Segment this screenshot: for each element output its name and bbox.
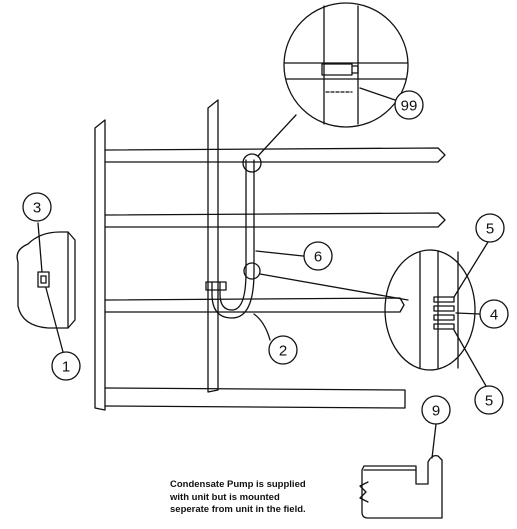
frame-rail-4-bottom [104, 387, 406, 409]
frame-rail-2 [104, 212, 446, 228]
frame-rail-1 [104, 147, 446, 163]
frame-rail-3 [104, 297, 405, 313]
frame-center-post [207, 99, 219, 393]
callout-5-bottom: 5 [485, 393, 493, 410]
callout-5-top-circle [475, 213, 505, 243]
leader-5-top [453, 241, 489, 298]
callout-99: 99 [401, 98, 418, 115]
callout-9-circle [421, 395, 451, 425]
unit-drain-pan [16, 231, 76, 329]
leader-6 [255, 250, 304, 257]
callout-1-circle [51, 351, 81, 381]
leader-2 [253, 313, 271, 341]
frame-left-post [94, 119, 106, 411]
callout-6: 6 [314, 249, 322, 266]
leader-4 [455, 312, 481, 315]
leader-lower-detail [259, 273, 409, 301]
detail-marker-upper [242, 153, 262, 173]
callout-5-bottom-circle [474, 385, 504, 415]
callout-1: 1 [62, 359, 70, 376]
leader-3 [37, 222, 43, 273]
note-line-1: Condensate Pump is supplied [170, 479, 306, 490]
callout-5-top: 5 [486, 221, 494, 238]
note-line-3: seperate from unit in the field. [170, 504, 306, 516]
magnified-detail-upper [283, 2, 409, 128]
callout-99-circle [394, 90, 424, 120]
note-line-2: with unit but is mounted [170, 491, 280, 503]
callout-3-circle [22, 192, 52, 222]
callout-9: 9 [432, 403, 440, 420]
callout-2: 2 [279, 343, 287, 360]
magnified-detail-lower [384, 249, 476, 371]
leader-5-bottom [453, 329, 487, 387]
callout-4-circle [479, 299, 509, 329]
condensate-drain-pipe [205, 159, 255, 319]
leader-99 [359, 87, 396, 101]
float-switch [37, 271, 50, 288]
leader-1 [45, 287, 64, 353]
leader-upper-detail [257, 114, 297, 157]
callout-6-circle [303, 241, 333, 271]
detail-marker-lower [243, 262, 261, 280]
callout-4: 4 [490, 307, 498, 324]
condensate-pump-note: Condensate Pump is supplied with unit bu… [170, 479, 360, 517]
callout-3: 3 [33, 200, 41, 217]
callout-2-circle [268, 335, 298, 365]
condensate-pump [359, 454, 443, 519]
leader-9 [431, 423, 437, 459]
